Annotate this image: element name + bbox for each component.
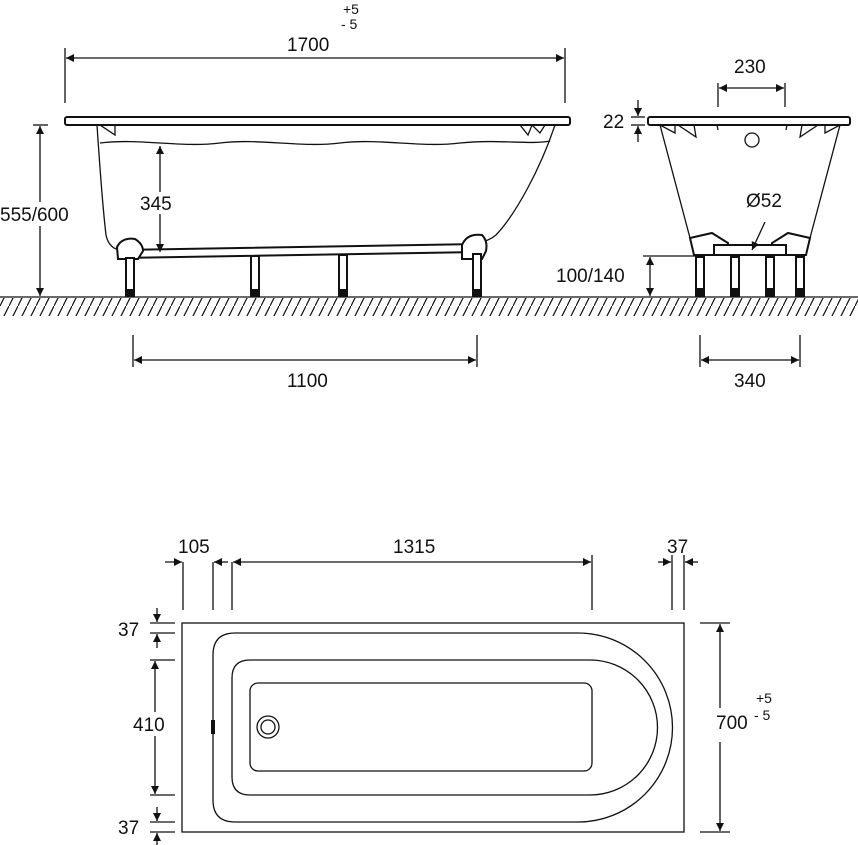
dim-overflow-spacing: 230 — [717, 57, 786, 107]
dim-height: 555/600 — [0, 124, 85, 296]
leg — [250, 255, 260, 297]
leg — [730, 256, 740, 297]
width-tol-minus: - 5 — [754, 707, 771, 723]
width-label: 700 — [716, 713, 748, 734]
leg — [695, 256, 705, 297]
side-view — [64, 116, 571, 297]
rim-label: 22 — [603, 112, 624, 133]
dim-width: 700 +5 - 5 — [700, 622, 780, 833]
basin-width-label: 410 — [133, 715, 165, 736]
dim-rim-top: 37 — [118, 608, 175, 648]
dim-depth: 345 — [138, 146, 182, 252]
dim-leg-spacing: 1100 — [132, 335, 478, 392]
length-label: 1700 — [287, 35, 329, 56]
leg — [125, 257, 135, 297]
rim-top-label: 37 — [118, 620, 139, 641]
rim-right-label: 37 — [667, 537, 688, 558]
width-tol-plus: +5 — [756, 690, 772, 706]
end-view — [647, 116, 851, 297]
drain — [256, 715, 280, 739]
dim-rim-right: 37 — [658, 537, 698, 610]
length-tol-plus: +5 — [343, 1, 359, 17]
dim-basin-width: 410 — [130, 659, 176, 796]
leg-width-label: 340 — [734, 371, 766, 392]
ground-line — [0, 296, 858, 316]
dim-rim-bottom: 37 — [118, 807, 175, 845]
leg — [338, 254, 348, 297]
dim-end-offset: 105 — [165, 537, 233, 610]
end-offset-label: 105 — [178, 537, 210, 558]
height-label: 555/600 — [0, 205, 69, 226]
dim-rim: 22 — [603, 100, 645, 142]
dim-length: 1700 +5 - 5 — [64, 1, 566, 103]
dim-basin-length: 1315 — [233, 537, 593, 610]
dim-leg-height: 100/140 — [556, 255, 695, 296]
basin-length-label: 1315 — [393, 537, 435, 558]
leg-spacing-label: 1100 — [287, 371, 328, 392]
leg — [795, 256, 805, 297]
depth-label: 345 — [140, 194, 172, 215]
drain-label: Ø52 — [746, 191, 782, 212]
dim-leg-width: 340 — [699, 335, 801, 392]
plan-view — [181, 622, 685, 833]
overflow — [211, 720, 215, 734]
dim-drain: Ø52 — [746, 191, 782, 251]
leg — [472, 253, 482, 297]
leg — [765, 256, 775, 297]
overflow-spacing-label: 230 — [734, 57, 766, 78]
length-tol-minus: - 5 — [341, 16, 358, 32]
overflow-hole — [744, 132, 760, 148]
leg-height-label: 100/140 — [556, 266, 625, 287]
rim-bottom-label: 37 — [118, 818, 139, 839]
